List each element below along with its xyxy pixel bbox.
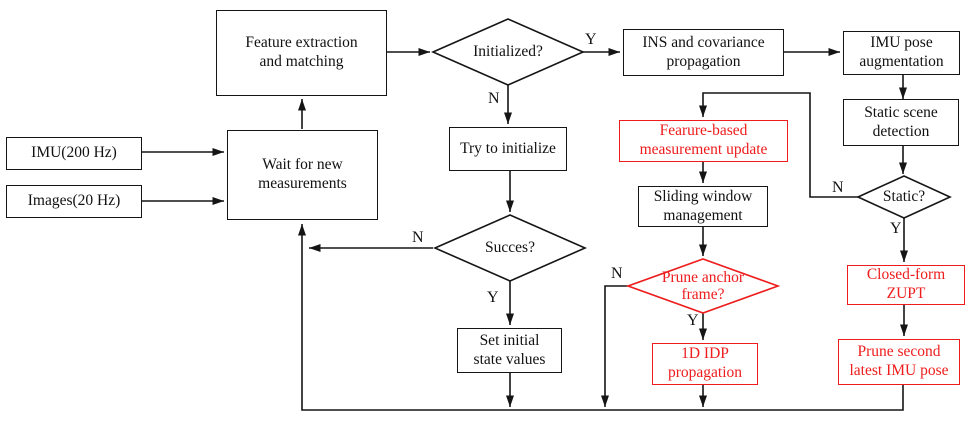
branch-prune-anchor-yes: Y xyxy=(687,312,699,329)
node-wait-for-measurements: Wait for new measurements xyxy=(227,130,378,220)
branch-static-no: N xyxy=(832,179,844,196)
node-feature-extraction: Feature extraction and matching xyxy=(216,10,387,96)
node-static-scene-detection: Static scene detection xyxy=(843,99,959,146)
initialized-diamond xyxy=(431,18,585,86)
prune-anchor-diamond xyxy=(625,258,781,314)
node-ins-propagation: INS and covariance propagation xyxy=(623,29,784,76)
branch-initialized-no: N xyxy=(488,90,500,107)
feedback-line-to-wait xyxy=(298,224,904,411)
success-diamond xyxy=(433,214,587,282)
node-try-initialize: Try to initialize xyxy=(449,127,567,171)
arrow-static-no-to-feature-update xyxy=(699,92,858,198)
node-closed-form-zupt: Closed-form ZUPT xyxy=(847,265,965,305)
node-imu-pose-augmentation: IMU pose augmentation xyxy=(843,31,960,75)
node-imu-input: IMU(200 Hz) xyxy=(6,137,142,170)
branch-success-no: N xyxy=(412,229,424,246)
branch-static-yes: Y xyxy=(890,220,902,237)
node-set-initial-state: Set initial state values xyxy=(457,328,562,373)
node-sliding-window: Sliding window management xyxy=(638,186,768,227)
node-images-input: Images(20 Hz) xyxy=(6,185,142,218)
branch-success-yes: Y xyxy=(487,289,499,306)
arrow-prune-anchor-no-to-feedback-line xyxy=(601,285,628,407)
branch-initialized-yes: Y xyxy=(585,31,597,48)
static-diamond xyxy=(856,175,952,219)
node-idp-propagation: 1D IDP propagation xyxy=(652,343,758,385)
node-feature-measurement-update: Fearure-based measurement update xyxy=(619,120,788,162)
branch-prune-anchor-no: N xyxy=(611,265,623,282)
node-prune-second-imu-pose: Prune second latest IMU pose xyxy=(838,339,960,385)
